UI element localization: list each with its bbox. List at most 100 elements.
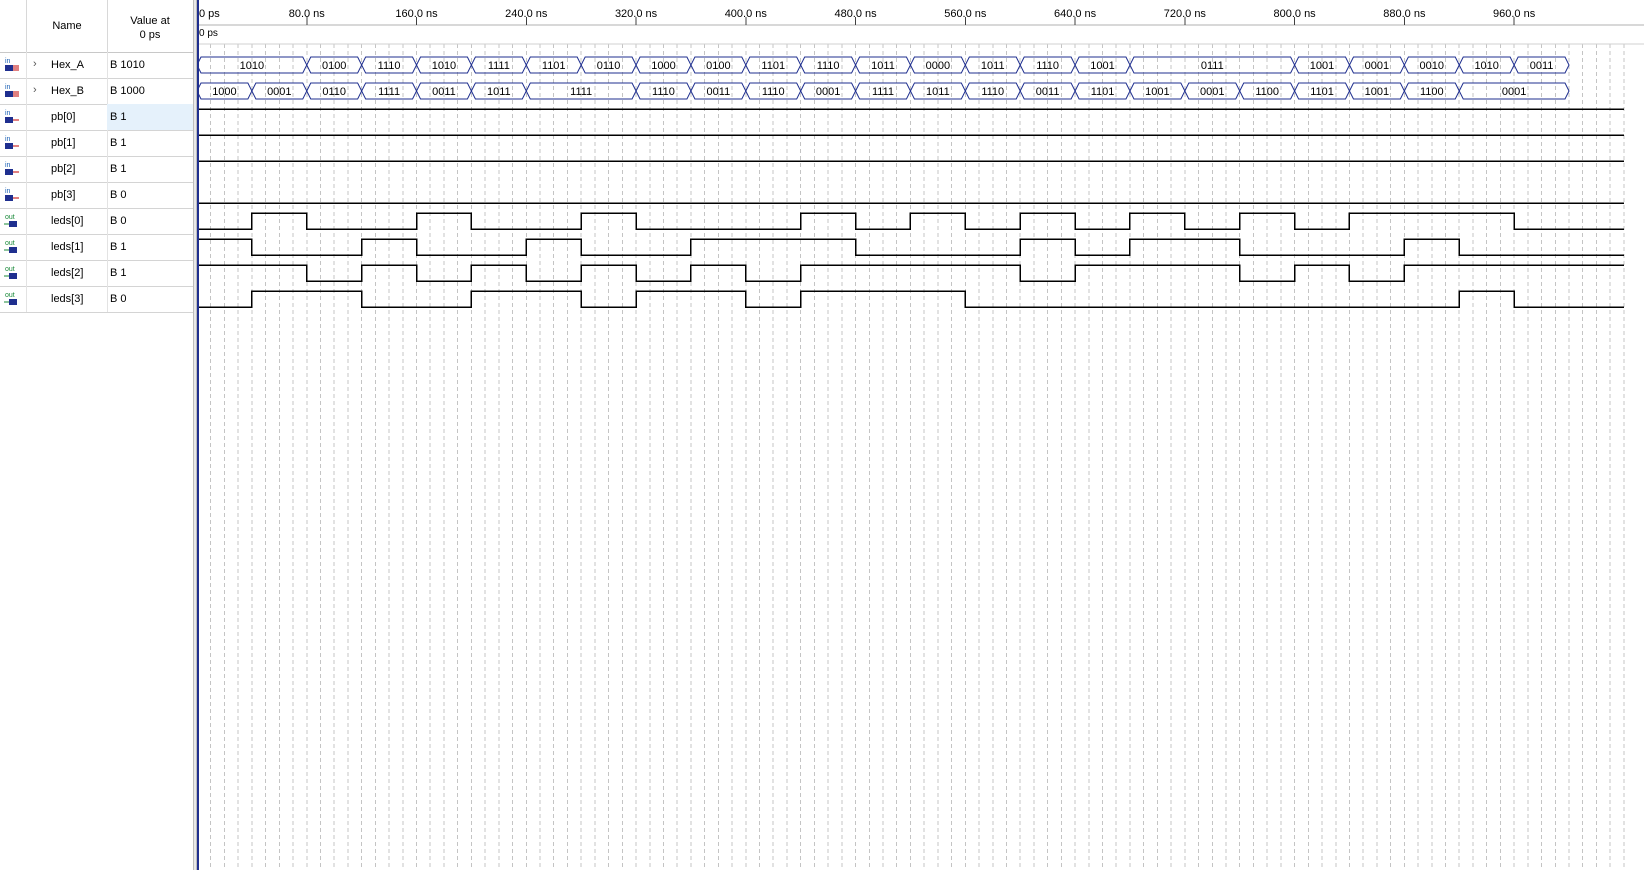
signal-name: leds[2] — [51, 267, 84, 279]
bus-value-label: 1111 — [570, 86, 592, 98]
signal-name: leds[3] — [51, 293, 84, 305]
signal-name: Hex_B — [51, 85, 85, 97]
signal-name-cell: Hex_A — [26, 52, 108, 78]
signal-name: leds[1] — [51, 241, 84, 253]
expand-chevron-icon[interactable]: › — [33, 58, 37, 70]
signal-name-cell: pb[1] — [26, 130, 108, 156]
output-pin-icon: out — [4, 239, 20, 255]
bus-value-label: 1111 — [378, 86, 400, 98]
bus-value-label: 1100 — [1255, 86, 1279, 98]
signal-name-cell: pb[3] — [26, 182, 108, 208]
name-column-header[interactable]: Name — [26, 0, 108, 52]
signal-name-cell: leds[1] — [26, 234, 108, 260]
signal-value: B 0 — [110, 189, 127, 201]
svg-text:out: out — [5, 214, 15, 221]
signal-value: B 1010 — [110, 59, 145, 71]
signal-value-cell: B 1 — [107, 156, 193, 182]
bus-value-label: 1001 — [1145, 86, 1169, 98]
bus-value-label: 1110 — [378, 60, 401, 72]
bus-value-label: 1101 — [1310, 86, 1334, 98]
bus-value-label: 1000 — [212, 86, 236, 98]
bus-value-label: 1001 — [1310, 60, 1334, 72]
ruler-tick-label: 0 ps — [199, 8, 220, 20]
bus-value-label: 1000 — [651, 60, 675, 72]
bus-value-label: 1011 — [926, 86, 950, 98]
signal-name-cell: leds[0] — [26, 208, 108, 234]
signal-waveform — [197, 290, 1624, 308]
bus-value-label: 0001 — [1502, 86, 1526, 98]
bus-value-label: 0011 — [1530, 60, 1554, 72]
signal-name: leds[0] — [51, 215, 84, 227]
bus-value-label: 1010 — [240, 60, 264, 72]
bus-value-label: 0001 — [816, 86, 840, 98]
bus-value-label: 1001 — [1090, 60, 1114, 72]
ruler-tick-label: 960.0 ns — [1493, 8, 1536, 20]
bus-value-label: 0100 — [322, 60, 346, 72]
ruler-tick-label: 320.0 ns — [615, 8, 658, 20]
signal-row[interactable]: out leds[1] B 1 — [0, 234, 193, 261]
bus-value-label: 1101 — [542, 60, 566, 72]
bus-value-label: 1111 — [488, 60, 510, 72]
input-bus-icon: in — [4, 57, 20, 73]
signal-value: B 1 — [110, 241, 127, 253]
svg-text:in: in — [5, 58, 11, 65]
output-pin-icon: out — [4, 213, 20, 229]
bus-value-label: 0110 — [322, 86, 346, 98]
signal-waveform — [197, 212, 1624, 230]
input-pin-icon: in — [4, 161, 20, 177]
expand-chevron-icon[interactable]: › — [33, 84, 37, 96]
bus-value-label: 1110 — [817, 60, 840, 72]
signal-row[interactable]: out leds[0] B 0 — [0, 208, 193, 235]
signal-value: B 1 — [110, 137, 127, 149]
bus-value-label: 0001 — [1200, 86, 1224, 98]
signal-name-cell: pb[2] — [26, 156, 108, 182]
ruler-tick-label: 80.0 ns — [289, 8, 326, 20]
signal-row[interactable]: in pb[2]B 1 — [0, 156, 193, 183]
signal-waveform — [197, 238, 1624, 256]
value-column-header[interactable]: Value at 0 ps — [107, 14, 193, 42]
input-pin-icon: in — [4, 187, 20, 203]
pane-splitter[interactable] — [193, 0, 197, 870]
signal-list-header: Name Value at 0 ps — [0, 0, 193, 53]
svg-text:in: in — [5, 110, 11, 117]
ruler-tick-label: 560.0 ns — [944, 8, 987, 20]
bus-value-label: 0001 — [267, 86, 291, 98]
ruler-tick-label: 400.0 ns — [725, 8, 768, 20]
bus-value-label: 1010 — [1474, 60, 1498, 72]
bus-value-label: 0110 — [597, 60, 621, 72]
bus-value-label: 1101 — [761, 60, 785, 72]
signal-row[interactable]: in pb[0]B 1 — [0, 104, 193, 131]
ruler-tick-label: 160.0 ns — [395, 8, 438, 20]
signal-value: B 1 — [110, 111, 127, 123]
signal-name-cell: pb[0] — [26, 104, 108, 130]
signal-value-cell: B 1000 — [107, 78, 193, 104]
signal-row[interactable]: in pb[3]B 0 — [0, 182, 193, 209]
signal-value-cell: B 0 — [107, 182, 193, 208]
bus-value-label: 0111 — [1201, 60, 1224, 72]
bus-value-label: 1011 — [981, 60, 1005, 72]
bus-value-label: 0000 — [926, 60, 950, 72]
bus-value-label: 0011 — [1036, 86, 1060, 98]
signal-name: Hex_A — [51, 59, 85, 71]
waveform-background — [197, 0, 1644, 870]
signal-name-cell: Hex_B — [26, 78, 108, 104]
bus-value-label: 1001 — [1365, 86, 1389, 98]
signal-value: B 0 — [110, 215, 127, 227]
signal-value-cell: B 1010 — [107, 52, 193, 78]
signal-value: B 1 — [110, 267, 127, 279]
input-pin-icon: in — [4, 109, 20, 125]
bus-value-label: 1110 — [762, 86, 785, 98]
bus-value-label: 1011 — [871, 60, 895, 72]
signal-row[interactable]: in Hex_A › B 1010 — [0, 52, 193, 79]
signal-value-cell: B 1 — [107, 130, 193, 156]
ruler-tick-label: 640.0 ns — [1054, 8, 1097, 20]
svg-text:in: in — [5, 162, 11, 169]
signal-name: pb[1] — [51, 137, 76, 149]
signal-value-cell: B 0 — [107, 286, 193, 312]
